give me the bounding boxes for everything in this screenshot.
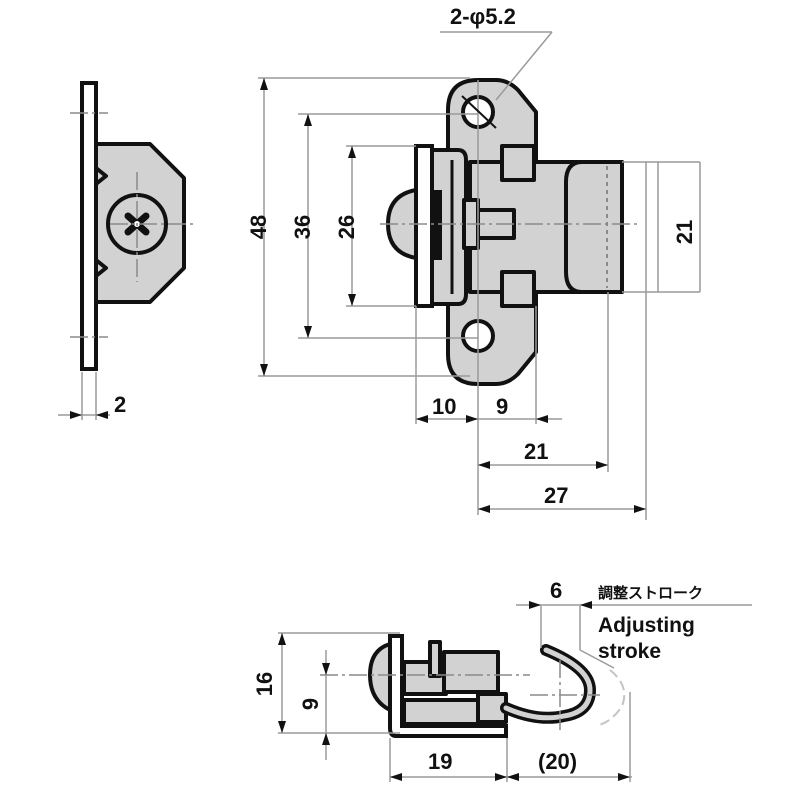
arrow <box>495 773 507 781</box>
dim-hook-extension: (20) <box>538 749 577 774</box>
hole-callout: 2-φ5.2 <box>450 4 516 29</box>
dim-hook-width: 21 <box>672 220 697 244</box>
dim-base-length: 19 <box>428 749 452 774</box>
tab-lower <box>500 270 536 308</box>
dim-thickness: 2 <box>114 392 126 417</box>
arrow <box>348 294 356 306</box>
dim-left-offset: 10 <box>432 394 456 419</box>
front-view: 2-φ5.2 48 36 26 21 <box>246 4 701 520</box>
arrow <box>278 633 286 645</box>
side-tooth-lower <box>94 258 108 278</box>
arrow <box>529 601 541 609</box>
dim-overall-height: 48 <box>246 215 271 239</box>
arrow <box>304 326 312 338</box>
knob-dome-bottom <box>368 642 392 712</box>
ext-line <box>579 649 615 669</box>
tab-upper <box>500 144 536 182</box>
dim-tab-offset: 9 <box>496 394 508 419</box>
arrow <box>466 415 478 423</box>
arrow <box>416 415 428 423</box>
arrow <box>348 146 356 158</box>
arrow <box>304 114 312 126</box>
arrow <box>478 461 490 469</box>
dim-overall-reach: 27 <box>544 483 568 508</box>
callout-leader <box>495 31 553 101</box>
note-adjusting-stroke-en-1: Adjusting <box>598 614 695 637</box>
arrow <box>634 505 646 513</box>
ghost-hook <box>595 669 626 727</box>
dim-bottom-height: 16 <box>252 672 277 696</box>
arrow <box>70 411 82 419</box>
dim-hook-reach: 21 <box>524 439 548 464</box>
arrow <box>390 773 402 781</box>
arrow <box>260 364 268 376</box>
hook-tip <box>564 160 624 294</box>
dim-center-height: 9 <box>298 698 323 710</box>
arrow <box>278 721 286 733</box>
arrow <box>618 773 630 781</box>
bracket-plate <box>414 144 434 308</box>
arrow <box>322 663 330 675</box>
bottom-view: 16 9 19 (20) 6 調整ストローク Adjusting stroke <box>252 578 752 782</box>
knob-shaft-dark <box>432 190 442 260</box>
side-view: 2 <box>58 81 196 420</box>
dim-body-height: 26 <box>334 215 359 239</box>
block-tab <box>428 640 442 678</box>
block-lower <box>402 698 480 726</box>
note-adjusting-stroke-jp: 調整ストローク <box>598 584 703 602</box>
hook-wire <box>503 647 593 721</box>
arrow <box>96 411 108 419</box>
block-main <box>442 650 500 694</box>
side-tooth-upper <box>94 166 108 186</box>
arrow <box>580 601 592 609</box>
arrow <box>507 773 519 781</box>
arrow <box>478 505 490 513</box>
arrow <box>260 78 268 90</box>
arrow <box>536 415 548 423</box>
arrow <box>596 461 608 469</box>
dim-stroke: 6 <box>550 578 562 603</box>
bracket-body <box>430 148 468 306</box>
dim-hole-pitch: 36 <box>290 215 315 239</box>
arrow <box>322 733 330 745</box>
hole-leader <box>461 95 497 129</box>
note-adjusting-stroke-en-2: stroke <box>598 640 661 663</box>
side-plate <box>80 81 98 371</box>
hook-wire-outline <box>500 644 597 724</box>
